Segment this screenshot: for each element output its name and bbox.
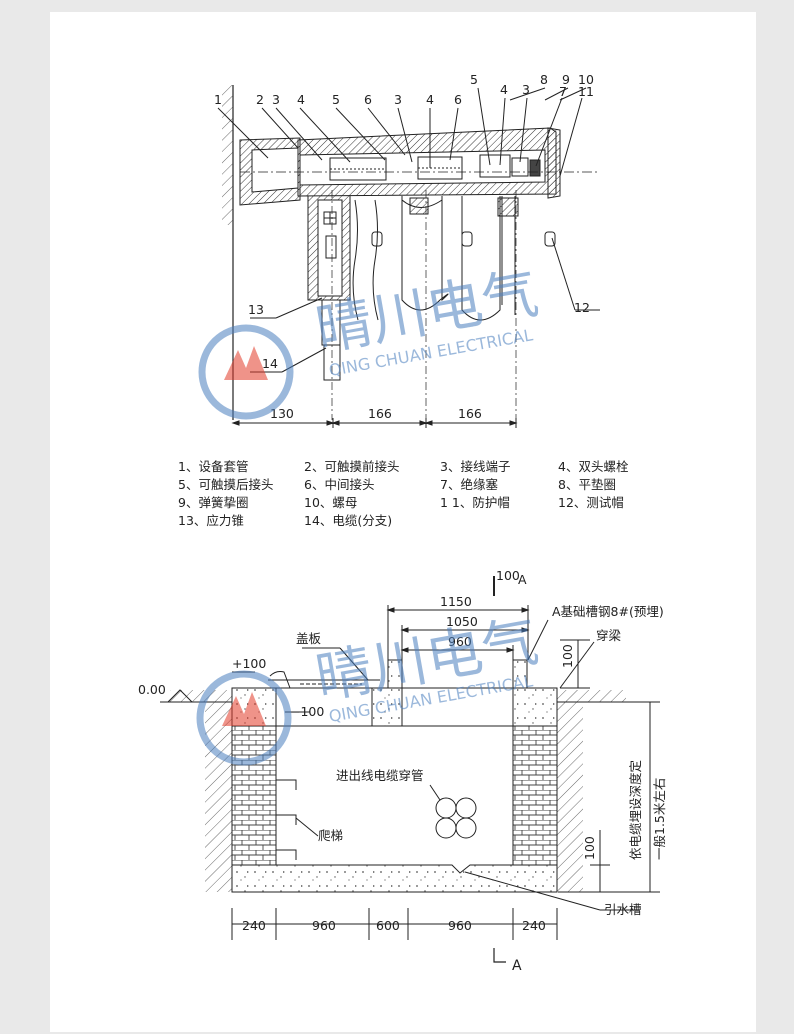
dim-166-b: 166 bbox=[458, 406, 482, 421]
legend-item: 8、平垫圈 bbox=[558, 477, 616, 492]
drain-label: 引水槽 bbox=[604, 902, 642, 917]
watermark-top: 晴川电气 QING CHUAN ELECTRICAL bbox=[198, 261, 543, 420]
callout-12: 12 bbox=[574, 300, 590, 315]
legend-item: 5、可触摸后接头 bbox=[178, 477, 274, 492]
callout-4: 4 bbox=[297, 92, 305, 107]
dim-130: 130 bbox=[270, 406, 294, 421]
dim-960-top: 960 bbox=[448, 634, 472, 649]
callout-4c: 4 bbox=[500, 82, 508, 97]
legend-item: 4、双头螺栓 bbox=[558, 459, 629, 474]
section-bottom-a: A bbox=[512, 958, 522, 974]
watermark-logo-icon bbox=[198, 324, 294, 420]
plus-100: +100 bbox=[232, 656, 266, 671]
legend-item: 3、接线端子 bbox=[440, 459, 511, 474]
callout-6b: 6 bbox=[454, 92, 462, 107]
legend-item: 1 1、防护帽 bbox=[440, 495, 510, 510]
ladder-label: 爬梯 bbox=[318, 828, 343, 843]
callout-labels: 1 2 3 4 5 6 3 4 6 5 4 3 8 9 10 7 11 12 1… bbox=[214, 72, 594, 421]
legend-row: 13、应力锥 14、电缆(分支) bbox=[178, 512, 698, 530]
legend-item: 12、测试帽 bbox=[558, 495, 624, 510]
legend-item: 10、螺母 bbox=[304, 495, 358, 510]
dim-166-a: 166 bbox=[368, 406, 392, 421]
bottom-dim-600: 600 bbox=[376, 918, 400, 933]
legend-item: 14、电缆(分支) bbox=[304, 513, 393, 528]
legend-item: 9、弹簧挚圈 bbox=[178, 495, 249, 510]
cover-plate-label: 盖板 bbox=[296, 631, 322, 646]
legend-item: 1、设备套管 bbox=[178, 459, 249, 474]
pit-labels: 100 A 1150 1050 960 A基础槽钢8#(预埋) 穿梁 100 盖… bbox=[138, 568, 667, 974]
bottom-dim-240-b: 240 bbox=[522, 918, 546, 933]
callout-11: 11 bbox=[578, 84, 594, 99]
callout-8: 8 bbox=[540, 72, 548, 87]
callout-5: 5 bbox=[332, 92, 340, 107]
channel-steel-label: A基础槽钢8#(预埋) bbox=[552, 604, 664, 619]
callout-5b: 5 bbox=[470, 72, 478, 87]
legend-item: 6、中间接头 bbox=[304, 477, 375, 492]
legend-item: 13、应力锥 bbox=[178, 513, 244, 528]
callout-7: 7 bbox=[559, 84, 567, 99]
callout-3c: 3 bbox=[522, 82, 530, 97]
connector-assembly-drawing bbox=[217, 85, 600, 428]
callout-6: 6 bbox=[364, 92, 372, 107]
parts-legend: 1、设备套管 2、可触摸前接头 3、接线端子 4、双头螺栓 5、可触摸后接头 6… bbox=[178, 458, 698, 530]
legend-row: 9、弹簧挚圈 10、螺母 1 1、防护帽 12、测试帽 bbox=[178, 494, 698, 512]
bottom-dim-100: 100 bbox=[582, 836, 597, 860]
bottom-dim-960-b: 960 bbox=[448, 918, 472, 933]
dim-1150: 1150 bbox=[440, 594, 472, 609]
callout-14: 14 bbox=[262, 356, 278, 371]
bottom-dim-960-a: 960 bbox=[312, 918, 336, 933]
callout-4b: 4 bbox=[426, 92, 434, 107]
level-000: 0.00 bbox=[138, 682, 166, 697]
beam-label: 穿梁 bbox=[596, 628, 622, 643]
cable-pit-section-drawing bbox=[160, 576, 660, 963]
legend-row: 1、设备套管 2、可触摸前接头 3、接线端子 4、双头螺栓 bbox=[178, 458, 698, 476]
dim-1050: 1050 bbox=[446, 614, 478, 629]
section-top-a: A bbox=[518, 572, 527, 587]
callout-10: 10 bbox=[578, 72, 594, 87]
legend-item: 7、绝缘塞 bbox=[440, 477, 498, 492]
section-top-100: 100 bbox=[496, 568, 520, 583]
minus-100: −100 bbox=[290, 704, 324, 719]
bottom-dim-240-a: 240 bbox=[242, 918, 266, 933]
watermark-logo-icon bbox=[196, 670, 292, 766]
callout-1: 1 bbox=[214, 92, 222, 107]
callout-13: 13 bbox=[248, 302, 264, 317]
callout-2: 2 bbox=[256, 92, 264, 107]
cable-pipe-label: 进出线电缆穿管 bbox=[336, 768, 424, 783]
legend-row: 5、可触摸后接头 6、中间接头 7、绝缘塞 8、平垫圈 bbox=[178, 476, 698, 494]
callout-9: 9 bbox=[562, 72, 570, 87]
beam-dim-100: 100 bbox=[560, 644, 575, 668]
depth-label-1: 依电缆埋设深度定 bbox=[628, 760, 643, 860]
legend-item: 2、可触摸前接头 bbox=[304, 459, 400, 474]
callout-3b: 3 bbox=[394, 92, 402, 107]
depth-label-2: 一般1.5米左右 bbox=[652, 778, 667, 860]
callout-3: 3 bbox=[272, 92, 280, 107]
